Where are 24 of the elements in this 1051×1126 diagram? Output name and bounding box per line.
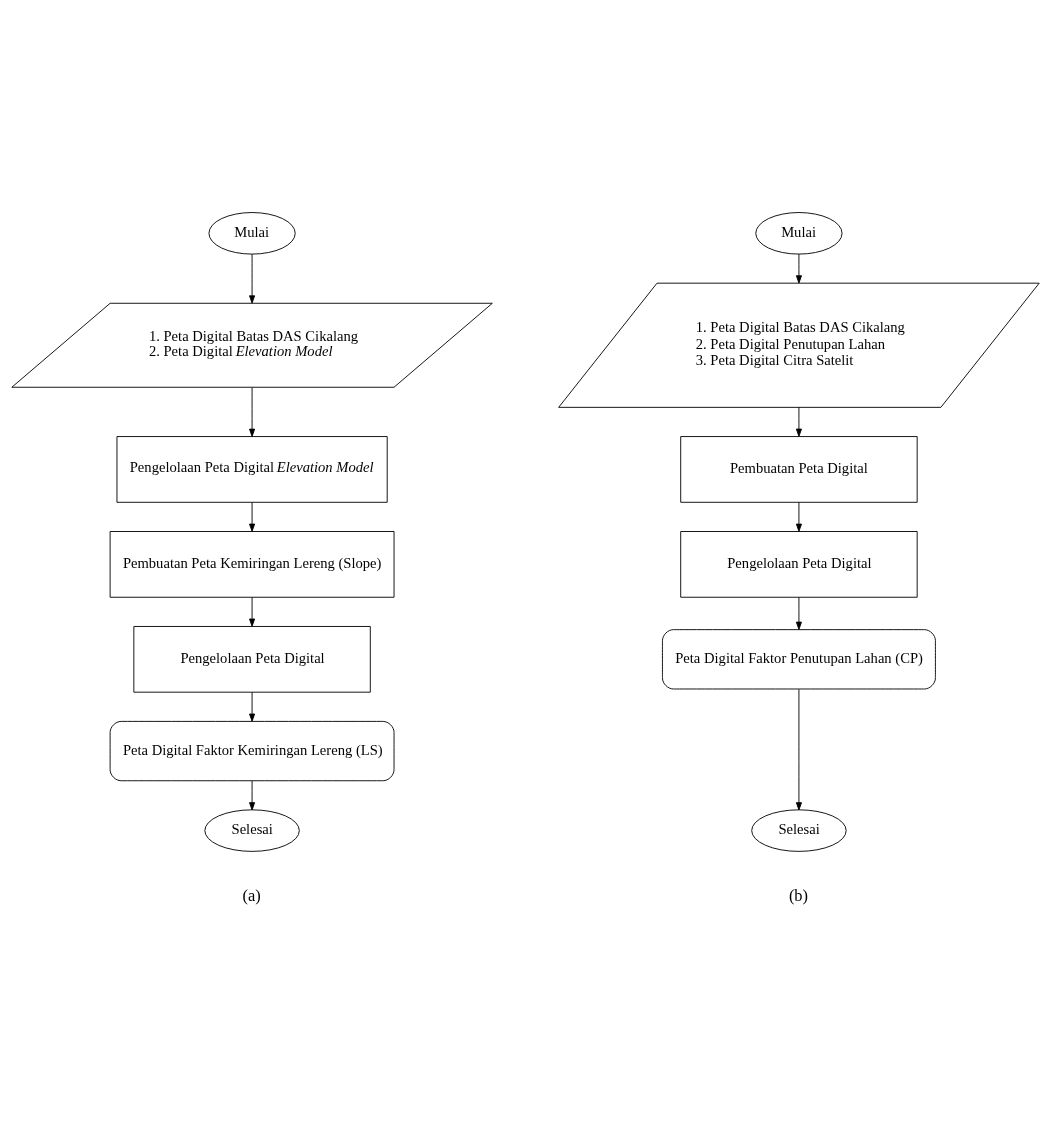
node-ellipse: Mulai <box>208 212 296 255</box>
node-box: Pembuatan Peta Kemiringan Lereng (Slope) <box>109 531 395 598</box>
node-box: Peta Digital Faktor Kemiringan Lereng (LS) <box>109 720 395 782</box>
node-box: Pengelolaan Peta Digital <box>680 531 918 598</box>
arrow <box>795 501 802 532</box>
arrow <box>795 406 802 437</box>
node-box: Pengelolaan Peta Digital <box>133 626 371 693</box>
arrow <box>795 688 802 811</box>
arrow <box>249 387 256 437</box>
node-ellipse: Selesai <box>204 809 300 852</box>
node-box: Pembuatan Peta Digital <box>680 436 918 503</box>
node-ellipse: Mulai <box>755 212 843 255</box>
arrow <box>249 596 256 627</box>
arrow <box>249 253 256 304</box>
node-box: Pengelolaan Peta Digital Elevation Model <box>116 436 388 503</box>
label: (a) <box>242 885 261 905</box>
arrow <box>795 253 802 284</box>
node-ellipse: Selesai <box>751 809 847 852</box>
arrow <box>249 691 256 722</box>
arrow <box>249 780 256 811</box>
arrow <box>249 501 256 532</box>
label: (b) <box>788 885 809 905</box>
arrow <box>795 596 802 630</box>
node-box: Peta Digital Faktor Penutupan Lahan (CP) <box>662 629 936 690</box>
